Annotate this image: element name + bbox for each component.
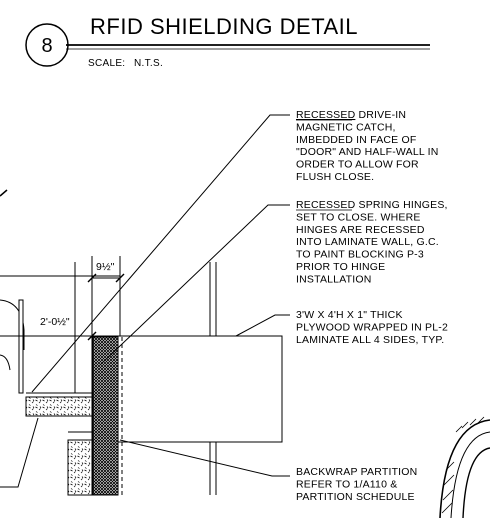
lower-wall	[67, 439, 93, 496]
note-3: 3'W X 4'H X 1" THICK PLYWOOD WRAPPED IN …	[296, 309, 451, 346]
column-inner	[462, 447, 490, 518]
door-arc-inner	[0, 354, 11, 371]
column-mid	[450, 431, 490, 518]
scale-value: N.T.S.	[134, 58, 163, 69]
detail-number: 8	[41, 35, 52, 57]
drawing-title: RFID SHIELDING DETAIL	[90, 14, 358, 39]
note-4: BACKWRAP PARTITION REFER TO 1/A110 & PAR…	[296, 466, 421, 503]
leader-lower-left	[0, 417, 39, 488]
plywood-panel	[91, 335, 283, 443]
note-2: RECESSED SPRING HINGES, SET TO CLOSE. WH…	[296, 199, 451, 285]
hinge-dimension: 9½"	[96, 261, 115, 273]
title-block: 8 RFID SHIELDING DETAIL SCALE: N.T.S.	[25, 14, 430, 69]
notes: RECESSED DRIVE-IN MAGNETIC CATCH, IMBEDD…	[296, 109, 451, 503]
column-outer	[439, 419, 490, 518]
arrow-tick	[0, 189, 8, 197]
note-1: RECESSED DRIVE-IN MAGNETIC CATCH, IMBEDD…	[296, 109, 442, 183]
shelf-speckled	[25, 396, 93, 417]
tick-right	[115, 273, 125, 283]
leader-note-4	[119, 439, 290, 477]
door-swing-arc	[0, 299, 25, 350]
column-hatch-2	[455, 416, 485, 433]
leader-note-3	[235, 314, 290, 337]
column-hatch-1	[441, 461, 455, 514]
half-wall-laminate	[92, 336, 119, 496]
tick-left	[87, 273, 97, 283]
note-1-underlined: RECESSED	[296, 109, 356, 121]
plan-geometry	[0, 114, 490, 518]
width-dimension: 2'-0½"	[40, 316, 70, 328]
note-2-underlined: RECESSED	[296, 199, 356, 211]
leader-note-1	[31, 114, 290, 393]
leader-note-2	[99, 204, 290, 366]
door-leaf	[18, 299, 24, 394]
scale-label: SCALE:	[88, 58, 125, 69]
